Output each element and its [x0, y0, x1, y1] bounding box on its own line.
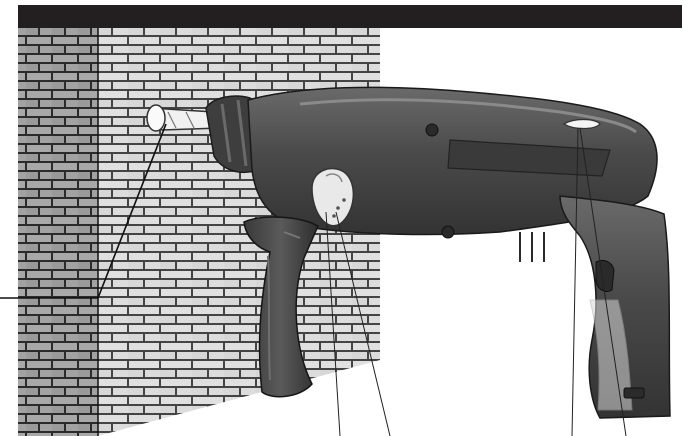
rotary-hammer-drill-icon	[206, 87, 670, 418]
wall-side-face	[18, 28, 98, 436]
